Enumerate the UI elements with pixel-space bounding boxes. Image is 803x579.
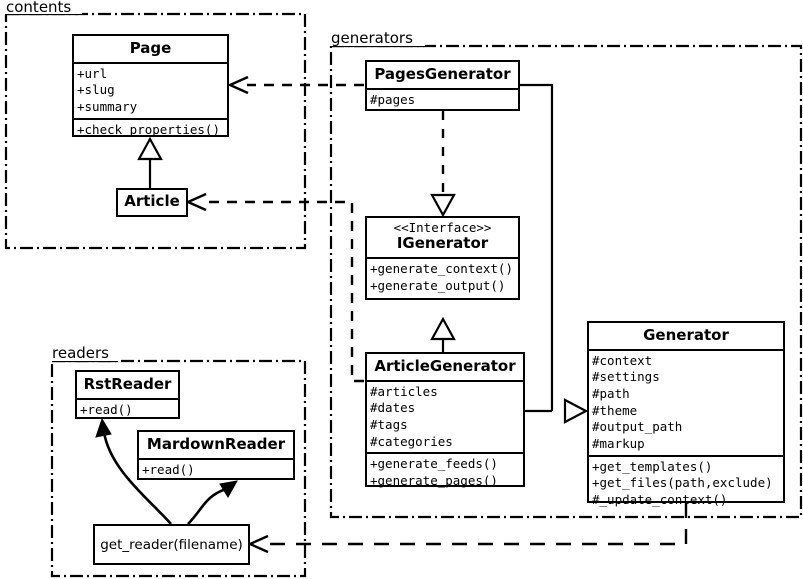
attribute-summary: +summary [77,99,138,115]
class-name-articlegenerator: ArticleGenerator [374,357,516,375]
class-box-generator[interactable]: Generator #context #settings #path #them… [587,321,785,507]
relationship-articlegenerator-realizes-igenerator [430,316,456,352]
attribute-theme: #theme [592,402,638,418]
class-box-article[interactable]: Article [116,188,188,217]
class-header-igenerator: <<Interface>> IGenerator [367,218,518,257]
method-generate-context: +generate_context() [370,261,513,277]
attribute-slug: +slug [77,82,115,98]
class-attributes-page: +url +slug +summary [74,61,227,118]
class-box-page[interactable]: Page +url +slug +summary +check_properti… [72,34,229,137]
class-name-mardownreader: MardownReader [146,435,286,453]
function-name-get-reader: get_reader(filename) [100,536,243,553]
attribute-categories: #categories [370,433,453,449]
class-box-rstreader[interactable]: RstReader +read() [75,370,180,419]
class-attributes-pagesgenerator: #pages [367,87,518,111]
class-methods-igenerator: +generate_context() +generate_output() [367,257,518,296]
class-box-articlegenerator[interactable]: ArticleGenerator #articles #dates #tags … [365,352,525,488]
relationship-pagesgenerator-inherits-generator [520,83,554,411]
function-box-get-reader[interactable]: get_reader(filename) [93,524,250,565]
method-read-markdown: +read() [142,461,195,477]
relationship-generator-depends-get_reader [247,503,688,554]
package-label-generators: generators [331,29,413,47]
class-methods-articlegenerator: +generate_feeds() +generate_pages() [367,452,523,491]
class-stereotype-igenerator: <<Interface>> [393,220,492,235]
attribute-dates: #dates [370,400,416,416]
attribute-path: #path [592,386,630,402]
attribute-settings: #settings [592,369,660,385]
relationship-get_reader-returns-rstreader [95,417,172,525]
method-generate-feeds: +generate_feeds() [370,456,498,472]
relationship-get_reader-returns-mardownreader [187,480,238,525]
class-box-pagesgenerator[interactable]: PagesGenerator #pages [365,60,520,111]
package-boundary-generators [329,44,803,519]
class-attributes-articlegenerator: #articles #dates #tags #categories [367,379,523,453]
class-methods-rstreader: +read() [77,397,178,421]
method-get-files: +get_files(path,exclude) [592,475,773,491]
label-backdrop-generators [329,31,425,46]
attribute-url: +url [77,65,108,81]
label-backdrop-readers [50,346,118,361]
package-boundary-contents [4,12,307,250]
package-boundary-readers [50,359,307,578]
method-check-properties: +check_properties() [77,121,220,137]
class-name-pagesgenerator: PagesGenerator [374,65,511,83]
attribute-context: #context [592,352,653,368]
class-attributes-generator: #context #settings #path #theme #output_… [589,348,783,455]
method-generate-pages: +generate_pages() [370,472,498,488]
method-get-templates: +get_templates() [592,458,713,474]
class-methods-mardownreader: +read() [139,457,293,481]
method-generate-output: +generate_output() [370,277,506,293]
class-name-igenerator: IGenerator [396,234,489,253]
label-backdrop-contents [4,0,82,14]
class-methods-generator: +get_templates() +get_files(path,exclude… [589,454,783,511]
package-label-contents: contents [6,0,72,16]
attribute-articles: #articles [370,383,438,399]
attribute-markup: #markup [592,435,645,451]
relationship-article-inherits-page [137,136,163,188]
relationship-articlegenerator-depends-article [185,192,364,383]
relationship-articlegenerator-inherits-generator [525,398,589,424]
class-box-igenerator[interactable]: <<Interface>> IGenerator +generate_conte… [365,216,520,300]
relationship-pagesgenerator-depends-page [227,75,364,95]
class-methods-page: +check_properties() [74,117,227,141]
attribute-output-path: #output_path [592,419,683,435]
class-name-article: Article [124,192,180,210]
class-box-mardownreader[interactable]: MardownReader +read() [137,430,295,480]
relationship-pagesgenerator-realizes-igenerator [430,111,456,218]
method-update-context: #_update_context() [592,491,728,507]
class-name-generator: Generator [643,326,729,344]
package-label-readers: readers [52,344,109,362]
attribute-pages: #pages [370,91,416,107]
method-read-rst: +read() [80,401,133,417]
class-name-page: Page [129,39,172,57]
attribute-tags: #tags [370,417,408,433]
class-name-rstreader: RstReader [83,375,172,393]
